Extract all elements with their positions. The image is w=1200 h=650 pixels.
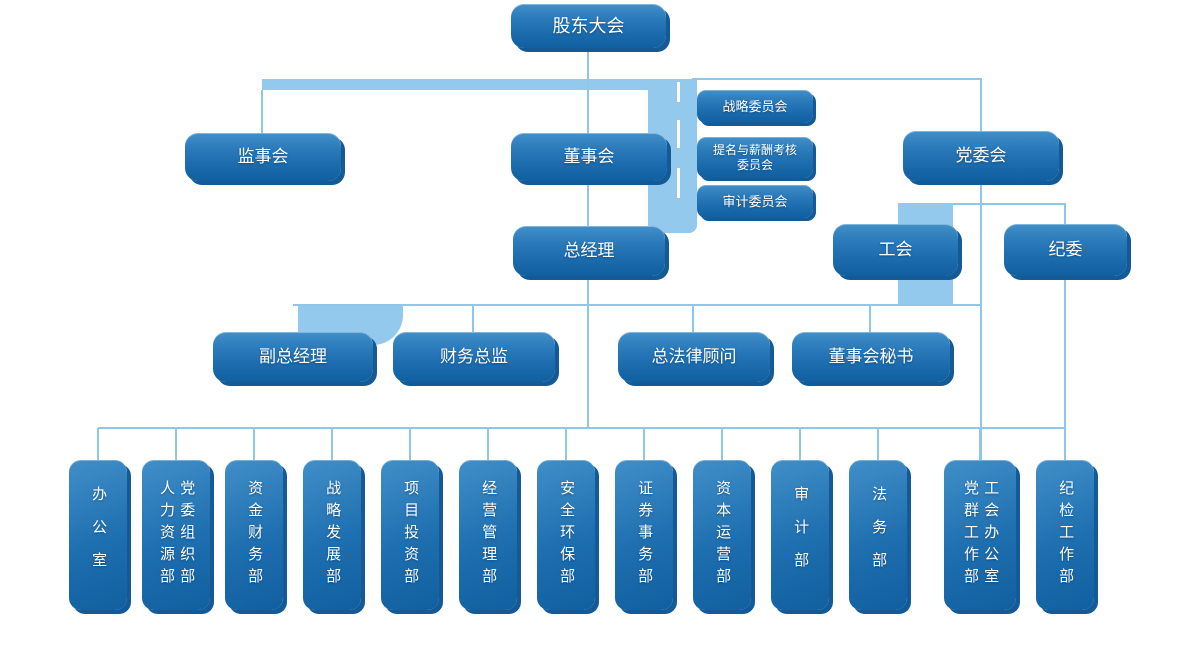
org-dept-audit: 审计部 bbox=[771, 460, 829, 610]
org-node-board-secretary: 董事会秘书 bbox=[792, 332, 950, 382]
connector-gm-down bbox=[587, 276, 589, 427]
dept-label: 经营管理部 bbox=[480, 480, 498, 590]
connector-drop-discipline bbox=[1064, 204, 1066, 224]
org-node-supervisory-board: 监事会 bbox=[185, 133, 341, 181]
top-connector-band bbox=[262, 79, 692, 90]
org-dept-discipline-inspection: 纪检工作部 bbox=[1036, 460, 1094, 610]
org-dept-project-investment: 项目投资部 bbox=[381, 460, 439, 610]
dept-label: 战略发展部 bbox=[324, 480, 342, 590]
org-node-audit-committee: 审计委员会 bbox=[697, 185, 813, 218]
org-node-strategy-committee: 战略委员会 bbox=[697, 90, 813, 123]
connector-drop-dept bbox=[487, 428, 489, 460]
connector-discipline-down bbox=[1064, 276, 1066, 460]
connector-drop-dept bbox=[979, 428, 981, 460]
org-node-party-committee: 党委会 bbox=[903, 131, 1059, 181]
org-node-general-counsel: 总法律顾问 bbox=[618, 332, 770, 382]
connector-shareholders-board bbox=[587, 48, 589, 133]
org-dept-finance: 资金财务部 bbox=[225, 460, 283, 610]
dept-label: 证券事务部 bbox=[636, 480, 654, 590]
dept-label: 法务部 bbox=[870, 485, 888, 585]
connector-drop-party bbox=[980, 80, 982, 131]
org-node-general-manager: 总经理 bbox=[513, 226, 665, 276]
dept-label: 资本运营部 bbox=[714, 480, 732, 590]
dept-label: 工会办公室 党群工作部 bbox=[962, 480, 1000, 590]
org-node-board-of-directors: 董事会 bbox=[511, 133, 667, 181]
committee-band-separator bbox=[677, 120, 680, 148]
dept-label: 审计部 bbox=[792, 485, 810, 585]
connector-drop-dept bbox=[799, 428, 801, 460]
org-node-labor-union: 工会 bbox=[833, 224, 958, 276]
connector-drop-dept bbox=[409, 428, 411, 460]
org-dept-office: 办公室 bbox=[69, 460, 127, 610]
org-node-nomination-remuneration-committee: 提名与薪酬考核 委员会 bbox=[697, 137, 813, 178]
connector-drop-secretary bbox=[869, 306, 871, 332]
dept-label: 党委组织部 人力资源部 bbox=[158, 480, 196, 590]
connector-departments-horizontal bbox=[98, 427, 1066, 429]
connector-party-horizontal bbox=[952, 203, 1066, 205]
dept-label: 资金财务部 bbox=[246, 480, 264, 590]
dept-label: 项目投资部 bbox=[402, 480, 420, 590]
connector-drop-supervisory bbox=[261, 90, 263, 133]
connector-drop-dept bbox=[175, 428, 177, 460]
connector-board-gm bbox=[587, 180, 589, 226]
connector-top-right bbox=[692, 78, 982, 80]
connector-level4-horizontal bbox=[293, 304, 981, 306]
connector-drop-cfo bbox=[472, 306, 474, 332]
org-dept-capital-operations: 资本运营部 bbox=[693, 460, 751, 610]
org-node-finance-director: 财务总监 bbox=[393, 332, 555, 382]
org-dept-strategic-development: 战略发展部 bbox=[303, 460, 361, 610]
connector-drop-dept bbox=[253, 428, 255, 460]
org-dept-legal: 法务部 bbox=[849, 460, 907, 610]
org-dept-party-organization-hr: 党委组织部 人力资源部 bbox=[142, 460, 210, 610]
org-node-deputy-general-manager: 副总经理 bbox=[213, 332, 373, 382]
dept-label: 纪检工作部 bbox=[1057, 480, 1075, 590]
connector-party-down bbox=[980, 180, 982, 460]
org-dept-union-office-party-mass: 工会办公室 党群工作部 bbox=[944, 460, 1016, 610]
org-node-shareholders-meeting: 股东大会 bbox=[511, 4, 666, 48]
connector-drop-dept bbox=[565, 428, 567, 460]
connector-drop-dept bbox=[331, 428, 333, 460]
org-dept-safety-environment: 安全环保部 bbox=[537, 460, 595, 610]
committee-band-separator bbox=[677, 168, 680, 198]
org-node-discipline-commission: 纪委 bbox=[1004, 224, 1127, 276]
connector-drop-dept bbox=[877, 428, 879, 460]
committee-band-separator bbox=[677, 82, 680, 102]
dept-label: 安全环保部 bbox=[558, 480, 576, 590]
connector-drop-dept bbox=[721, 428, 723, 460]
connector-drop-dept bbox=[643, 428, 645, 460]
org-dept-operations-management: 经营管理部 bbox=[459, 460, 517, 610]
org-dept-securities-affairs: 证券事务部 bbox=[615, 460, 673, 610]
dept-label: 办公室 bbox=[90, 485, 108, 585]
connector-drop-counsel bbox=[692, 306, 694, 332]
connector-drop-dept bbox=[97, 428, 99, 460]
